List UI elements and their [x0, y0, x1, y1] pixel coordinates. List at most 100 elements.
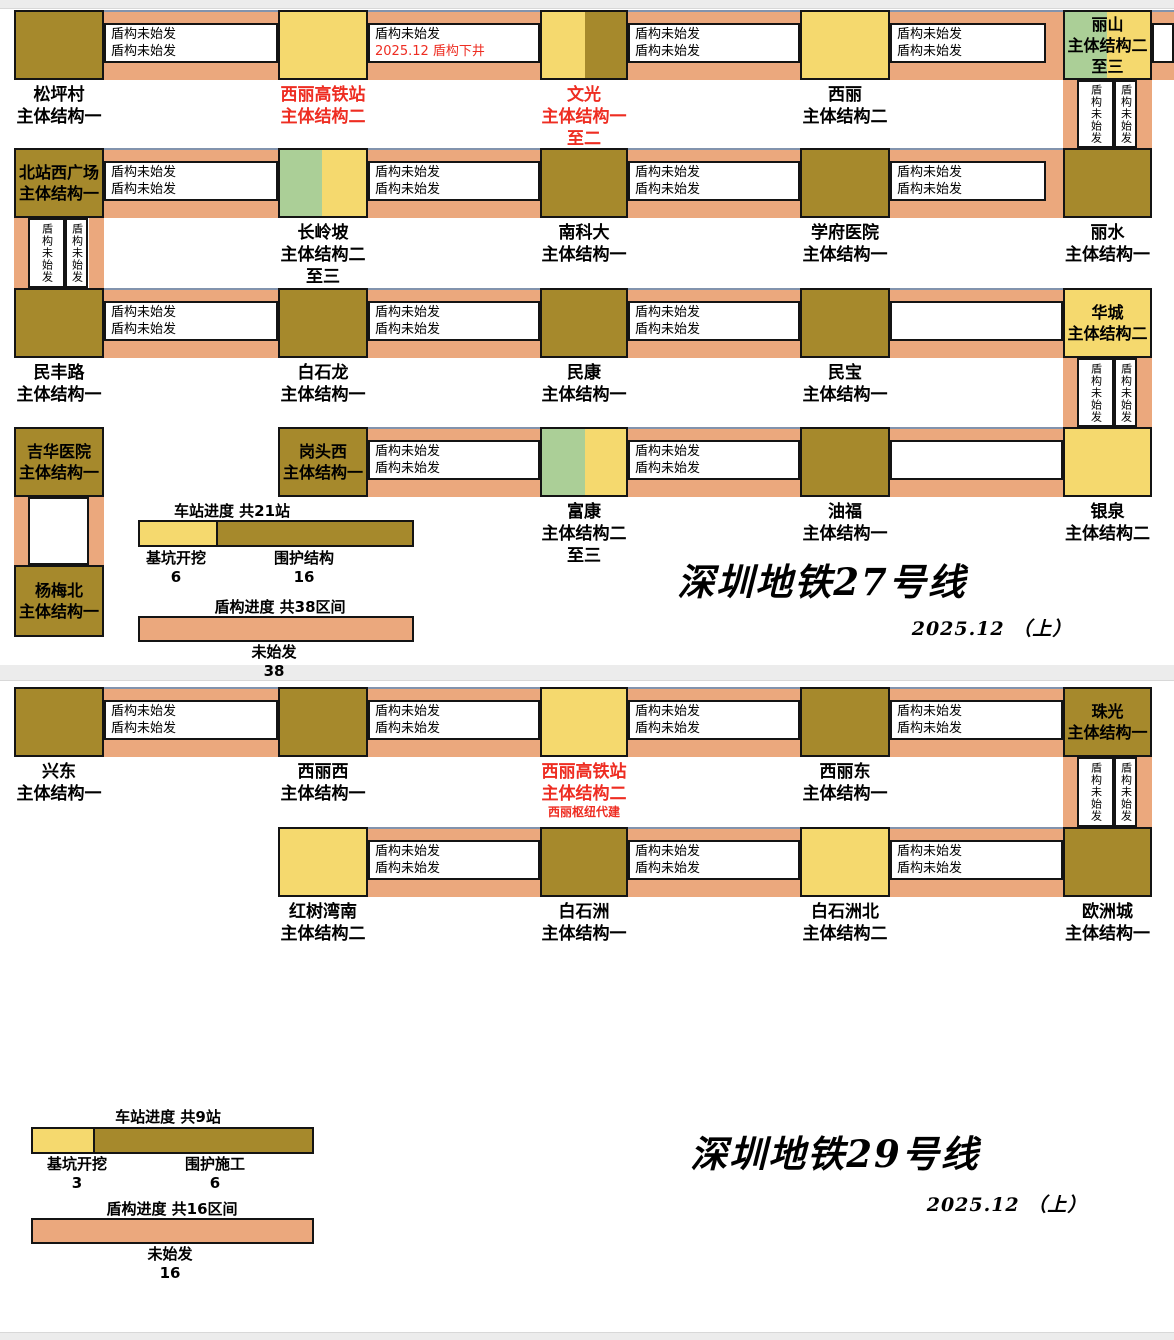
- station-box: [278, 148, 368, 218]
- station-label-line: 主体结构一: [282, 463, 363, 482]
- tunnel-status-box: 盾构未始发盾构未始发: [628, 301, 800, 341]
- station-label-line: 至三: [306, 267, 340, 287]
- tunnel-status-text: 盾构未始发: [111, 182, 177, 197]
- tunnel-status-text: 盾构未始发: [111, 704, 177, 719]
- vertical-tunnel-segment: 盾构未始发盾构未始发: [1063, 757, 1152, 827]
- legend-caption-line: 未始发: [251, 643, 297, 661]
- tunnel-surface-strip: [368, 63, 540, 80]
- tunnel-status-box: 盾构未始发盾构未始发: [628, 700, 800, 740]
- tunnel-surface-strip: [368, 341, 540, 358]
- tunnel-surface-strip: [368, 10, 540, 23]
- station-fill: [16, 567, 102, 635]
- tunnel-status-text: 盾构未始发: [375, 861, 441, 876]
- legend-caption-line: 围护结构: [273, 549, 334, 567]
- station-label-line: 丽水: [1090, 223, 1125, 243]
- tunnel-surface-strip: [628, 288, 800, 301]
- station-label-extra: 西丽枢纽代建: [547, 805, 620, 819]
- station-fill: [1065, 150, 1150, 216]
- station-label-line: 白石洲北: [811, 902, 879, 922]
- tunnel-status-box: 盾构未始发: [28, 218, 65, 288]
- tunnel-surface-strip: [368, 148, 540, 161]
- station-label: 丽水主体结构一: [1018, 222, 1174, 266]
- legend-caption-line: 未始发: [147, 1245, 193, 1263]
- station-box: [278, 687, 368, 757]
- section-title: 深圳地铁29号线: [690, 1132, 980, 1176]
- station-label-line: 主体结构一: [18, 463, 99, 482]
- station-fill: [584, 12, 626, 78]
- station-fill: [542, 689, 626, 755]
- station-box: [800, 687, 890, 757]
- station-label-line: 主体结构二: [541, 524, 627, 544]
- tunnel-status-box: 盾构未始发盾构未始发: [368, 700, 540, 740]
- station-label-line: 北站西广场: [18, 163, 99, 182]
- tunnel-status-text: 盾构未始发: [897, 165, 963, 180]
- tunnel-surface-strip: [890, 687, 1063, 700]
- station-label-line: 民宝: [828, 363, 862, 383]
- tunnel-segment: 盾构未始发盾构未始发: [104, 687, 278, 757]
- tunnel-surface-strip: [1063, 80, 1077, 148]
- station-label-line: 吉华医院: [26, 442, 91, 461]
- station-label: 南科大主体结构一: [494, 222, 674, 266]
- station-label: 杨梅北主体结构一: [16, 567, 102, 635]
- tunnel-status-text: 盾构未始发: [375, 182, 441, 197]
- station-fill: [802, 429, 888, 495]
- station-label: 西丽主体结构二: [755, 84, 935, 128]
- station-label-line: 主体结构一: [541, 107, 627, 127]
- station-label: 白石洲主体结构一: [494, 901, 674, 945]
- station-box: 丽山主体结构二至三: [1063, 10, 1152, 80]
- tunnel-surface-strip: [890, 827, 1063, 840]
- station-box: 华城主体结构二: [1063, 288, 1152, 358]
- vertical-tunnel-segment: 盾构未始发盾构未始发: [14, 218, 104, 288]
- tunnel-surface-strip: [368, 288, 540, 301]
- tunnel-segment: 盾构未始发盾构未始发: [368, 427, 540, 497]
- tunnel-status-text: 盾构未始发: [897, 704, 963, 719]
- station-fill: [16, 290, 102, 356]
- tunnel-surface-strip: [104, 148, 278, 161]
- station-label-line: 主体结构一: [16, 784, 102, 804]
- tunnel-status-box: 盾构未始发盾构未始发: [368, 161, 540, 201]
- legend-caption-line: 基坑开挖: [145, 549, 206, 567]
- station-fill: [1065, 290, 1150, 356]
- station-fill: [802, 290, 888, 356]
- tunnel-status-text: 盾构未始发: [897, 861, 963, 876]
- station-label-line: 民康: [567, 363, 601, 383]
- legend-bar-segment: [33, 1129, 95, 1152]
- tunnel-status-text: 盾构未始发: [375, 721, 441, 736]
- tunnel-surface-strip: [890, 201, 1046, 218]
- legend-bar: [138, 616, 414, 642]
- station-label-line: 油福: [828, 502, 862, 522]
- legend-bar-segment: [33, 1220, 312, 1242]
- tunnel-surface-strip: [628, 201, 800, 218]
- tunnel-status-box: 盾构未始发: [1114, 757, 1137, 827]
- tunnel-segment: 盾构未始发盾构未始发: [368, 827, 540, 897]
- station-label: 岗头西主体结构一: [280, 429, 366, 495]
- tunnel-surface-strip: [368, 201, 540, 218]
- station-box: 岗头西主体结构一: [278, 427, 368, 497]
- station-label: 西丽高铁站主体结构二西丽枢纽代建: [494, 761, 674, 820]
- legend-bar-segment: [95, 1129, 312, 1152]
- tunnel-status-box: 盾构未始发盾构未始发: [368, 301, 540, 341]
- station-box: [1063, 827, 1152, 897]
- station-box: 吉华医院主体结构一: [14, 427, 104, 497]
- station-label: 松坪村主体结构一: [0, 84, 149, 128]
- tunnel-status-text: 盾构未始发: [635, 461, 701, 476]
- station-label: 红树湾南主体结构二: [233, 901, 413, 945]
- station-fill: [16, 12, 102, 78]
- tunnel-segment: [1152, 10, 1174, 80]
- station-label: 学府医院主体结构一: [755, 222, 935, 266]
- tunnel-surface-strip: [14, 218, 28, 288]
- tunnel-status-box: 盾构未始发盾构未始发: [368, 840, 540, 880]
- legend-caption-line: 6: [209, 1174, 221, 1192]
- tunnel-surface-strip: [14, 497, 28, 565]
- station-label: 富康主体结构二至三: [494, 501, 674, 567]
- station-label-line: 主体结构二: [541, 784, 627, 804]
- station-label-line: 西丽: [828, 85, 862, 105]
- station-label-line: 南科大: [558, 223, 610, 243]
- tunnel-surface-strip: [104, 10, 278, 23]
- tunnel-status-text: 盾构未始发: [635, 182, 701, 197]
- station-label: 欧洲城主体结构一: [1018, 901, 1174, 945]
- station-label-line: 文光: [567, 85, 601, 105]
- station-label-line: 杨梅北: [34, 581, 83, 600]
